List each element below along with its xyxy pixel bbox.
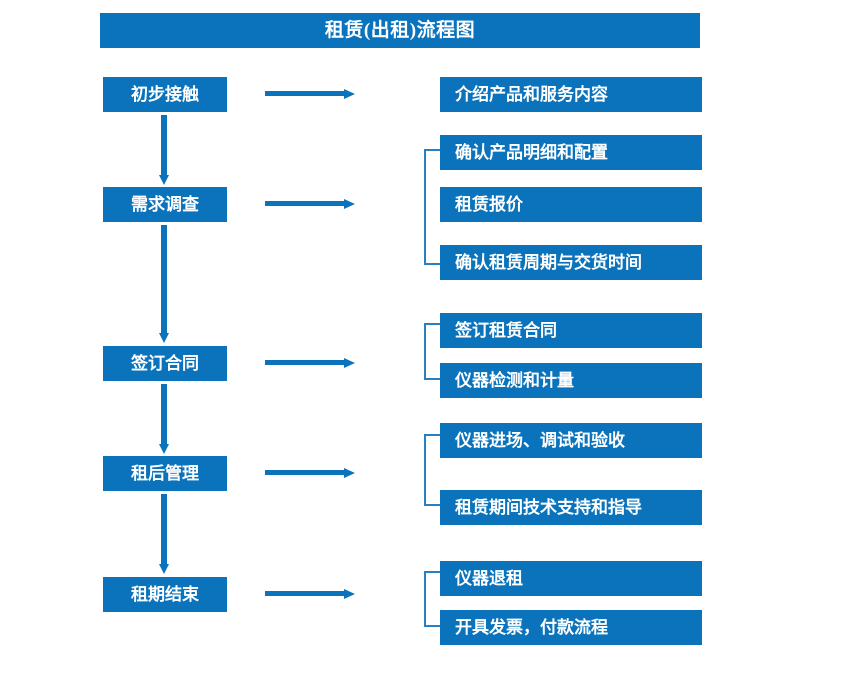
bracket-survey-group	[424, 149, 440, 265]
stage-box-post-rent-mgmt: 租后管理	[103, 456, 227, 491]
detail-box-instrument-return: 仪器退租	[440, 561, 702, 596]
stage-box-sign-contract: 签订合同	[103, 346, 227, 381]
detail-box-instrument-entry-commissioning: 仪器进场、调试和验收	[440, 423, 702, 458]
stage-box-initial-contact: 初步接触	[103, 77, 227, 112]
arrow-management-to-details-icon	[265, 468, 355, 478]
arrow-contract-to-details-icon	[265, 358, 355, 368]
detail-box-sign-lease-contract: 签订租赁合同	[440, 313, 702, 348]
detail-box-confirm-product-spec: 确认产品明细和配置	[440, 135, 702, 170]
arrow-contract-to-management-icon	[159, 384, 169, 454]
detail-box-introduce-products: 介绍产品和服务内容	[440, 77, 702, 112]
stage-box-lease-end: 租期结束	[103, 577, 227, 612]
arrow-management-to-end-icon	[159, 494, 169, 574]
detail-box-confirm-lease-period: 确认租赁周期与交货时间	[440, 245, 702, 280]
stage-box-demand-survey: 需求调查	[103, 187, 227, 222]
bracket-management-group	[424, 434, 440, 506]
arrow-survey-to-contract-icon	[159, 225, 169, 343]
arrow-contact-to-details-icon	[265, 89, 355, 99]
arrow-survey-to-details-icon	[265, 199, 355, 209]
page-title: 租赁(出租)流程图	[100, 13, 700, 48]
detail-box-invoice-payment: 开具发票，付款流程	[440, 610, 702, 645]
arrow-end-to-details-icon	[265, 589, 355, 599]
bracket-contract-group	[424, 323, 440, 380]
detail-box-instrument-inspection: 仪器检测和计量	[440, 363, 702, 398]
bracket-end-group	[424, 571, 440, 627]
arrow-contact-to-survey-icon	[159, 115, 169, 185]
detail-box-technical-support: 租赁期间技术支持和指导	[440, 490, 702, 525]
detail-box-rental-quotation: 租赁报价	[440, 187, 702, 222]
